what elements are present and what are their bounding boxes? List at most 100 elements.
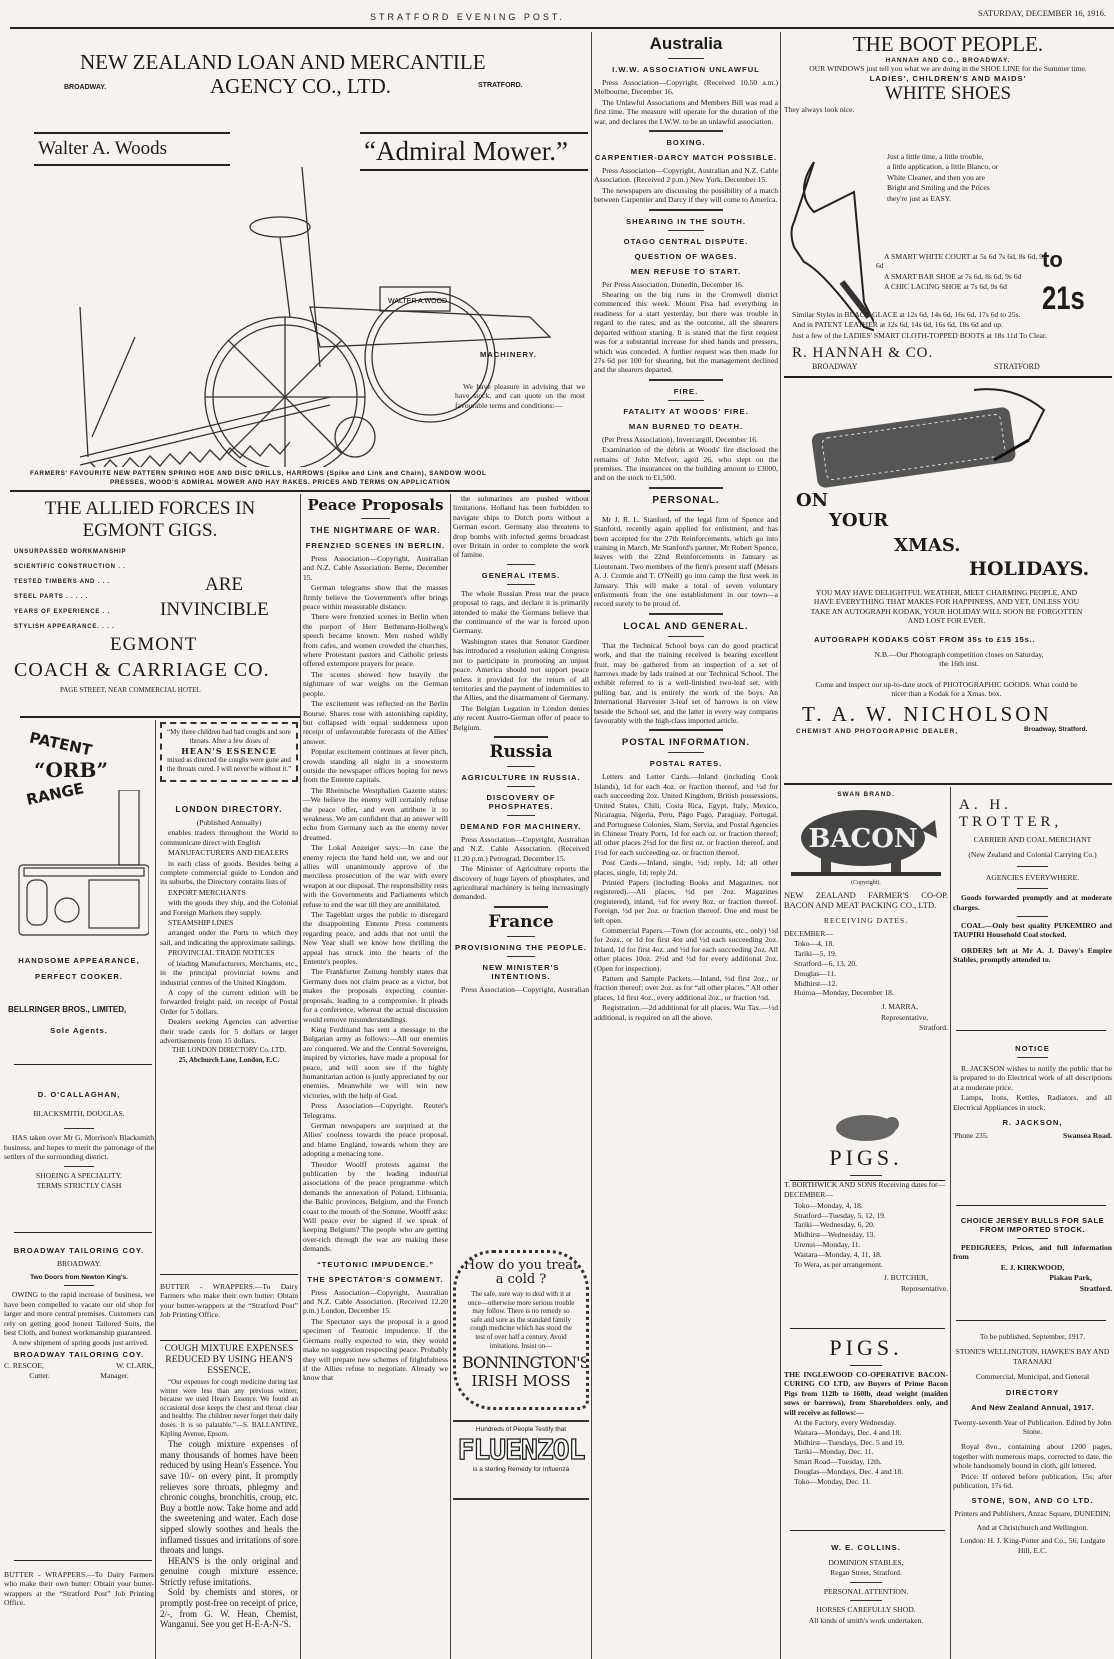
paragraph: The Unlawful Associations and Members Bi…: [594, 97, 778, 126]
paragraph: Smart Road—Tuesday, 12th.: [794, 1457, 882, 1467]
paragraph: Just a little time, a little trouble,: [887, 152, 984, 161]
collins-name: W. E. COLLINS.: [831, 1543, 901, 1552]
jackson-notice: NOTICE R. JACKSON wishes to notify the p…: [953, 1034, 1112, 1179]
ad-line: London: H. J. King-Potter and Co., 56, L…: [959, 1536, 1106, 1555]
ad-are: ARE: [205, 574, 243, 595]
ad-footer-2: PRESSES, WOOD'S ADMIRAL MOWER AND HAY RA…: [110, 479, 451, 486]
paragraph: a little application, a little Blanco, o…: [887, 162, 999, 172]
staff-name: W. CLARK,: [116, 1360, 154, 1370]
paragraph-group: Mr J. R. L. Stanford, of the legal firm …: [594, 515, 778, 609]
ad-line: Price: If ordered before publication, 15…: [953, 1471, 1112, 1491]
paragraph: Tariki—5, 19.: [794, 949, 837, 959]
nicholson-subtitle: CHEMIST AND PHOTOGRAPHIC DEALER,: [796, 728, 959, 735]
testimonial-text: “My three children had bad coughs and so…: [167, 728, 291, 745]
jersey-heading: CHOICE JERSEY BULLS FOR SALE FROM IMPORT…: [960, 1216, 1105, 1234]
paragraph: The excitement was reflected on the Berl…: [303, 699, 448, 746]
paragraph-group: Letters and Letter Cards.—Inland (includ…: [594, 772, 778, 1022]
ad-text: Come and inspect our up-to-date stock of…: [815, 680, 1078, 699]
paragraph: (Per Press Association). Invercargill, D…: [602, 434, 758, 444]
paragraph: Shearing on the big runs in the Cromwell…: [594, 290, 778, 375]
headline: CARPENTIER-DARCY MATCH POSSIBLE.: [594, 153, 778, 163]
ad-heading: STONE, SON, AND CO LTD.: [971, 1496, 1094, 1506]
section-heading-france: France: [488, 911, 554, 932]
cough-mixture-advert: COUGH MIXTURE EXPENSES REDUCED BY USING …: [160, 1344, 298, 1659]
paragraph: Toko—Monday, 4, 18.: [794, 1200, 863, 1210]
paragraph-group: A SMART WHITE COURT at 5s 6d 7s 6d, 8s 6…: [876, 252, 1046, 293]
headline: BOXING.: [666, 138, 706, 148]
paragraph: Press Association—Copyright, Australian …: [594, 166, 778, 185]
paragraph: The whole Russian Press tear the peace p…: [453, 588, 589, 636]
cough-quote: “Our expenses for cough medicine during …: [160, 1378, 298, 1438]
tailor-direction: Two Doors from Newton King's.: [30, 1274, 128, 1282]
headline: SHEARING IN THE SOUTH.: [626, 216, 746, 226]
paragraph: The Minister of Agriculture reports the …: [453, 864, 589, 902]
collins-line: Regan Street, Stratford.: [830, 1568, 902, 1578]
paragraph: enables traders throughout the World to …: [160, 828, 298, 847]
headline: FRENZIED SCENES IN BERLIN.: [305, 541, 446, 550]
trotter-name: A. H. TROTTER,: [959, 797, 1063, 830]
orb-range-advert: PATENT “ORB” RANGE HANDSOME APPEARANCE, …: [4, 720, 154, 1065]
ad-title: THE BOOT PEOPLE.: [852, 32, 1044, 56]
orb-title: “ORB”: [34, 758, 108, 782]
headline: FATALITY AT WOODS' FIRE.: [623, 406, 749, 416]
collins-advert: W. E. COLLINS. DOMINION STABLES, Regan S…: [784, 1535, 948, 1659]
paragraph: Printed Papers (including Books and Maga…: [594, 877, 778, 925]
paragraph-group: Press Association—Copyright, Australian …: [303, 1288, 448, 1383]
trotter-agencies: AGENCIES EVERYWHERE.: [985, 872, 1080, 882]
month-label: DECEMBER—: [784, 929, 833, 938]
paragraph: The Lokal Anzeiger says:—In case the ene…: [303, 843, 448, 909]
paragraph: UNSURPASSED WORKMANSHIP: [14, 549, 127, 555]
paragraph: arranged under the Ports to which they s…: [160, 928, 298, 947]
paragraph: King Ferdinand has sent a message to the…: [303, 1024, 448, 1100]
ad-line: Printers and Publishers, Anzac Square, D…: [954, 1509, 1111, 1519]
notice-text: R. JACKSON wishes to notify the public t…: [953, 1064, 1112, 1092]
paragraph: A new shipment of spring goods just arri…: [12, 1338, 149, 1348]
paragraph: Bright and Smiling and the Prices: [887, 183, 990, 193]
paragraph: Toko—4, 18.: [794, 939, 835, 949]
stove-illustration: [18, 790, 149, 936]
jersey-address: Piakau Park,: [1049, 1273, 1092, 1283]
headline: POSTAL INFORMATION.: [621, 737, 751, 749]
paragraph: There were frenzied scenes in Berlin whe…: [303, 612, 448, 669]
paragraph: A SMART WHITE COURT at 5s 6d 7s 6d, 8s 6…: [876, 252, 1046, 271]
bonnington-question: How do you treat a cold ?: [463, 1258, 579, 1287]
paragraph-group: Press Association—Copyright, Australian …: [453, 985, 589, 994]
nicholson-address: Broadway, Stratford.: [1024, 726, 1088, 733]
paragraph: Press Association—Copyright, Australian …: [303, 554, 448, 582]
paragraph: That the Technical School boys can do go…: [594, 640, 778, 726]
headline: GENERAL ITEMS.: [481, 570, 561, 580]
paragraph: A SMART BAR SHOE at 7s 6d, 8s 6d, 9s 6d: [884, 271, 1022, 281]
pig-logo-text: BACON: [808, 824, 917, 854]
paragraph: The Tageblatt urges the public to disreg…: [303, 910, 448, 967]
paragraph: Popular excitement continues at fever pi…: [303, 747, 448, 785]
paragraph: The cough mixture expenses of many thous…: [160, 1439, 298, 1556]
pigs-heading: PIGS.: [829, 1335, 903, 1360]
signatory-role: Representative.: [900, 1283, 948, 1293]
tailor-name: BROADWAY TAILORING COY.: [13, 1246, 145, 1255]
jersey-address: Stratford.: [1079, 1283, 1112, 1293]
collins-line: PERSONAL ATTENTION.: [823, 1586, 909, 1596]
mower-illustration: WALTER A.WOOD: [79, 167, 552, 467]
pig-illustration: [836, 1115, 899, 1141]
london-directory-advert: LONDON DIRECTORY. (Published Annually) e…: [160, 790, 298, 1210]
paragraph-group: Just a little time, a little trouble,a l…: [879, 152, 1059, 204]
paragraph-group: The whole Russian Press tear the peace p…: [453, 589, 589, 732]
stones-directory-advert: To be published, September, 1917. STONE'…: [953, 1326, 1112, 1659]
pigs-heading: PIGS.: [829, 1145, 903, 1170]
notice-signature: R. JACKSON,: [1002, 1118, 1063, 1128]
directory-company: THE LONDON DIRECTORY Co. LTD.: [171, 1046, 287, 1055]
competition-note: N.B.—Our Photograph competition closes o…: [874, 650, 1044, 669]
notice-address: Swansea Road.: [1063, 1131, 1112, 1141]
ad-text: Goods forwarded promptly and at moderate…: [953, 893, 1112, 912]
product-box: “Admiral Mower.”: [360, 132, 588, 171]
paragraph: Registration.—2d additional for all plac…: [594, 1003, 778, 1022]
section-heading-peace: Peace Proposals: [307, 496, 444, 514]
paragraph: Waitara—Monday, 4, 11, 18.: [794, 1249, 882, 1259]
orb-agents: BELLRINGER BROS., LIMITED,: [8, 1005, 127, 1014]
headline: AGRICULTURE IN RUSSIA.: [461, 772, 581, 782]
company-title: NEW ZEALAND FARMER'S CO-OP. BACON AND ME…: [784, 890, 948, 910]
kodak-advert: ON YOUR XMAS. HOLIDAYS. YOU MAY HAVE DEL…: [784, 380, 1112, 760]
fluenzol-tagline: is a sterling Remedy for Influenza: [472, 1466, 570, 1473]
company-name: EGMONT: [110, 634, 198, 655]
inglewood-pigs-advert: PIGS. THE INGLEWOOD CO-OPERATIVE BACON-C…: [784, 1335, 948, 1525]
